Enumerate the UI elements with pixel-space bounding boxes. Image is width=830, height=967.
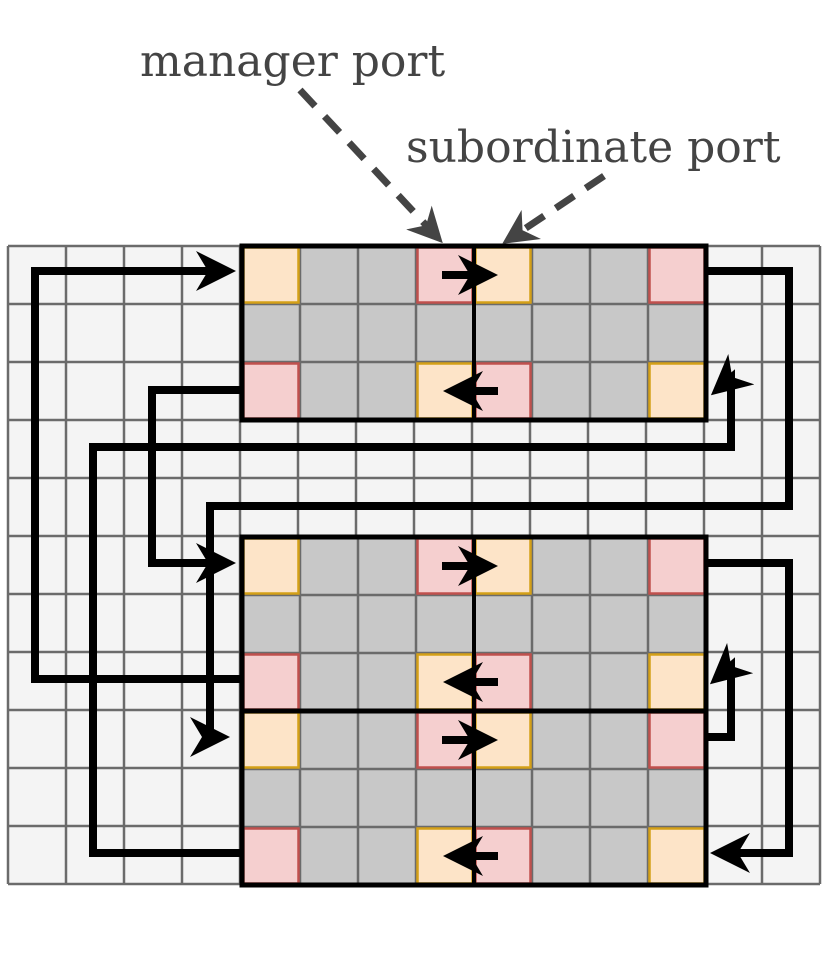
wire-top-tr-to-bot-tl	[190, 267, 793, 757]
subordinate-port-cell	[648, 653, 706, 711]
tile-middle	[239, 534, 709, 714]
subordinate-port-label: subordinate port	[406, 122, 781, 173]
manager-port-cell	[242, 653, 300, 711]
wire-mid-ml-to-top-tl	[31, 251, 242, 683]
wire-top-bl-to-mid-tl	[148, 386, 242, 583]
subordinate-port-pointer	[502, 173, 606, 244]
wire-bot-bl-to-top-br	[89, 353, 755, 857]
annotation-manager: manager port	[140, 36, 445, 244]
annotation-subordinate: subordinate port	[406, 122, 781, 244]
manager-port-cell	[648, 246, 706, 304]
wire-mid-tr-to-bot-br	[706, 559, 793, 873]
manager-port-cell	[648, 537, 706, 595]
subordinate-port-cell	[242, 537, 300, 595]
subordinate-port-cell	[242, 711, 300, 769]
manager-port-label: manager port	[140, 36, 445, 87]
tile-bottom	[239, 708, 709, 888]
subordinate-port-cell	[648, 827, 706, 885]
subordinate-port-cell	[242, 246, 300, 304]
manager-port-cell	[242, 362, 300, 420]
subordinate-port-cell	[648, 362, 706, 420]
tile-layer	[239, 243, 709, 888]
manager-port-cell	[648, 711, 706, 769]
wire-bot-tr-to-mid-mr	[706, 642, 754, 741]
tile-top	[239, 243, 709, 423]
manager-port-cell	[242, 827, 300, 885]
wire-layer	[31, 251, 793, 873]
